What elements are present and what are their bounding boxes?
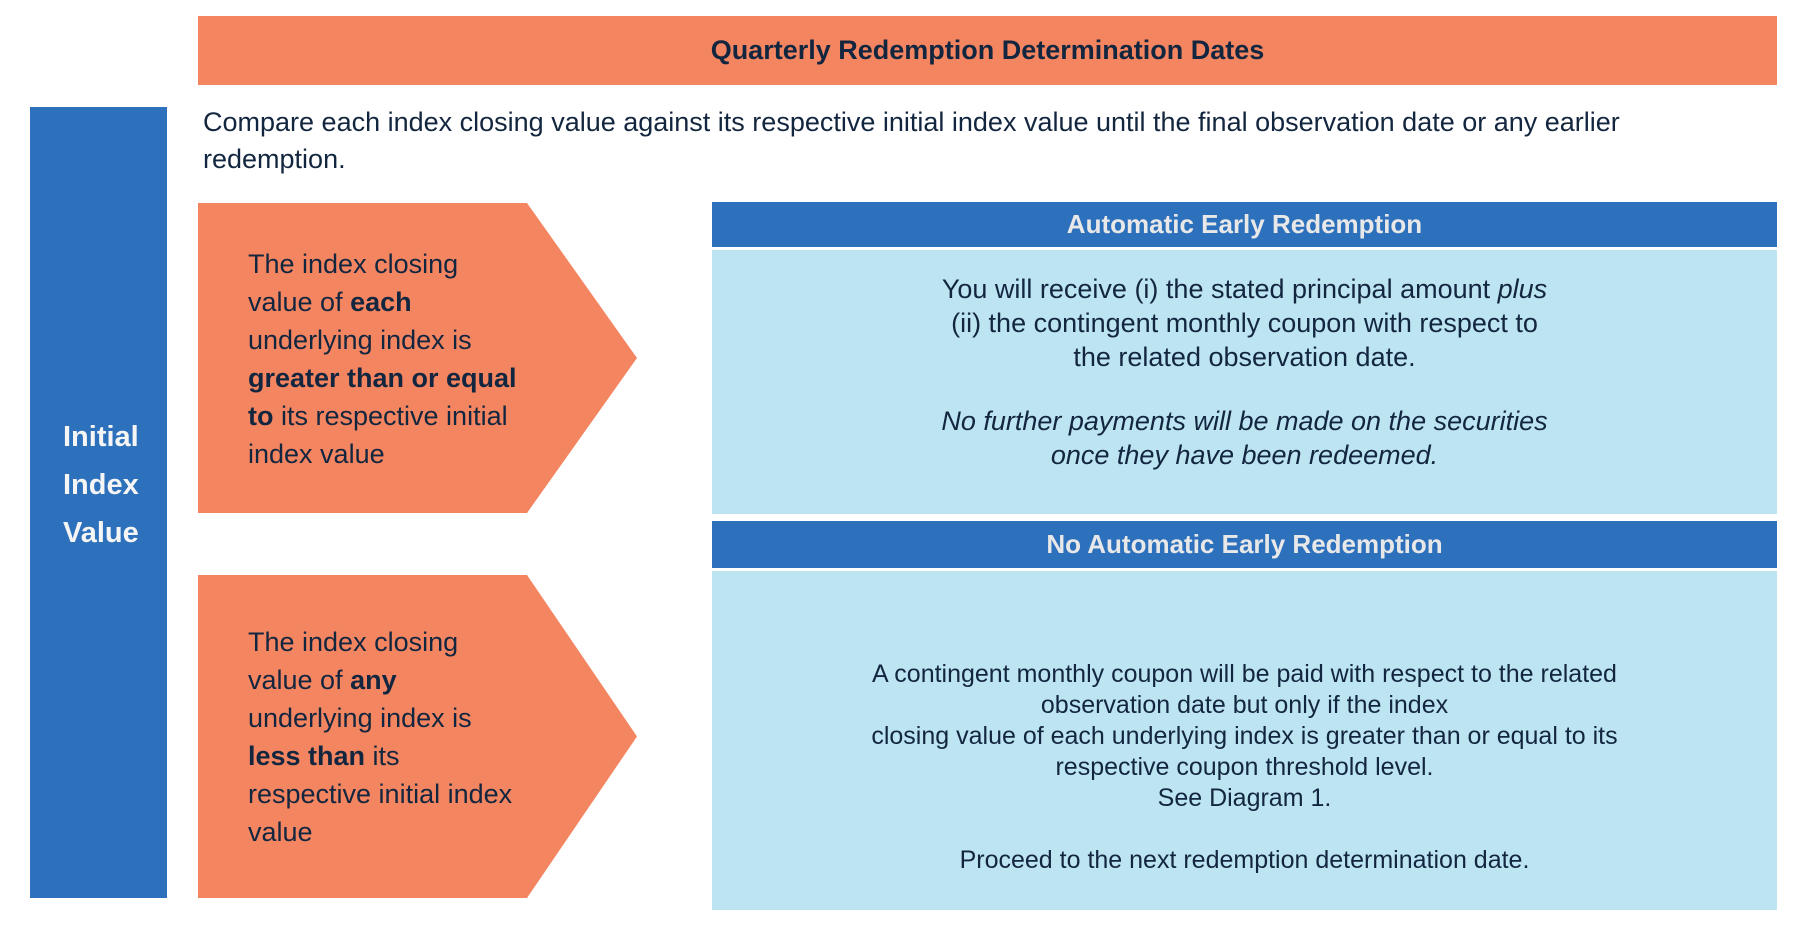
proceed-next-date-line: Proceed to the next redemption determina… [959,846,1530,874]
label-line: Index [63,469,139,501]
no-auto-early-redemption-header: No Automatic Early Redemption [712,521,1777,568]
body-line: observation date but only if the index [1040,691,1449,719]
no-auto-early-redemption-title: No Automatic Early Redemption [1046,529,1443,559]
note-line: once they have been redeemed. [1050,440,1439,470]
arrow-line: greater than or equal [248,363,517,393]
intro-line: Compare each index closing value against… [203,107,1620,137]
arrow-line: value of each [248,287,412,317]
label-line: Initial [63,421,139,453]
body-line: closing value of each underlying index i… [871,722,1618,750]
condition-arrow-all-greater: The index closing value of each underlyi… [198,203,637,513]
header-banner: Quarterly Redemption Determination Dates [198,16,1777,85]
intro-line: redemption. [203,144,346,174]
arrow-line: index value [248,439,385,469]
label-line: Value [63,517,139,549]
arrow-line: respective initial index [248,779,513,809]
arrow-line: to its respective initial [248,401,508,431]
initial-index-value-label: Initial Index Value [63,413,139,557]
no-auto-early-redemption-body: A contingent monthly coupon will be paid… [712,571,1777,910]
arrow-line: value [248,817,313,847]
condition-arrow-all-greater-text: The index closing value of each underlyi… [198,203,637,473]
auto-early-redemption-title: Automatic Early Redemption [1066,209,1423,239]
body-line: A contingent monthly coupon will be paid… [872,660,1617,688]
condition-arrow-any-less: The index closing value of any underlyin… [198,575,637,898]
condition-arrow-any-less-text: The index closing value of any underlyin… [198,575,637,851]
body-line: (ii) the contingent monthly coupon with … [951,308,1538,338]
initial-index-value-bar: Initial Index Value [30,107,167,898]
body-line: respective coupon threshold level. [1055,753,1434,781]
arrow-line: underlying index is [248,703,472,733]
note-line: No further payments will be made on the … [941,406,1548,436]
body-line: You will receive (i) the stated principa… [941,274,1548,304]
auto-early-redemption-header: Automatic Early Redemption [712,202,1777,247]
arrow-line: The index closing [248,249,459,279]
page-title: Quarterly Redemption Determination Dates [710,35,1265,65]
arrow-line: underlying index is [248,325,472,355]
auto-early-redemption-body: You will receive (i) the stated principa… [712,250,1777,514]
arrow-line: The index closing [248,627,459,657]
body-line: See Diagram 1. [1157,784,1332,812]
arrow-line: value of any [248,665,397,695]
no-further-payments-note: No further payments will be made on the … [712,404,1777,472]
arrow-line: less than its [248,741,400,771]
intro-paragraph: Compare each index closing value against… [203,104,1793,178]
body-line: the related observation date. [1073,342,1416,372]
